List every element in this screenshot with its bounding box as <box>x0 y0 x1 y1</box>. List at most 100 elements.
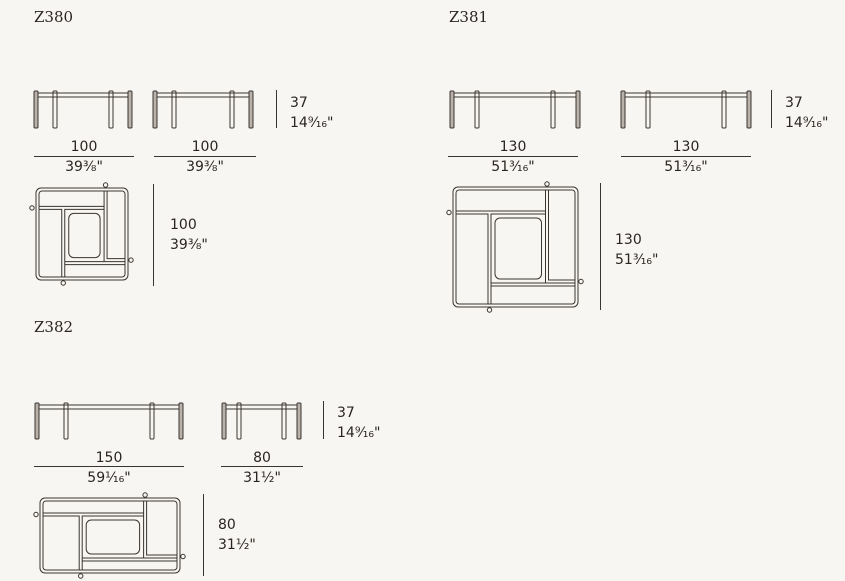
table-leg <box>171 90 177 129</box>
frame-bar-left <box>456 210 546 304</box>
product-code-z380: Z380 <box>34 8 74 26</box>
width-dimension-line <box>34 466 184 467</box>
outer-frame <box>452 186 579 308</box>
leg-cap <box>486 307 493 313</box>
depth-in: 39⅜" <box>170 237 208 253</box>
side-elevation-z382-side <box>221 402 302 440</box>
top-rail <box>451 92 579 98</box>
leg-cap <box>578 278 584 285</box>
height-cm: 37 <box>785 95 803 111</box>
width-cm: 100 <box>70 139 98 155</box>
outer-frame-inner <box>42 500 178 571</box>
leg-cap <box>78 573 84 579</box>
height-dimension-line <box>276 90 277 128</box>
outer-frame-inner <box>38 190 126 278</box>
depth-cm: 80 <box>218 517 236 533</box>
table-leg <box>33 90 39 129</box>
table-leg <box>575 90 581 129</box>
table-leg <box>248 90 254 129</box>
drawing <box>449 90 581 129</box>
table-leg <box>721 90 727 129</box>
side-elevation-z381-front <box>449 90 581 129</box>
width-in: 31½" <box>243 470 281 486</box>
plan-view-z380 <box>29 182 134 286</box>
top-rail <box>35 92 131 98</box>
top-rail <box>154 92 252 98</box>
drawing <box>152 90 254 129</box>
frame-bar-right <box>103 191 125 263</box>
side-elevation-z380-side <box>152 90 254 129</box>
drawing <box>29 182 134 286</box>
table-leg <box>746 90 752 129</box>
frame-bar-bottom <box>64 261 125 266</box>
plan-view-z381 <box>446 181 584 313</box>
height-in: 14⁹⁄₁₆" <box>785 115 829 131</box>
glass-top <box>85 519 141 555</box>
width-dimension-line <box>621 156 751 157</box>
side-elevation-z382-front <box>34 402 184 440</box>
side-elevation-z381-side <box>620 90 752 129</box>
glass-top <box>494 217 542 280</box>
leg-cap <box>180 553 186 560</box>
leg-cap <box>142 492 148 498</box>
drawing <box>446 181 584 313</box>
leg-cap <box>544 181 550 187</box>
table-leg <box>236 402 242 440</box>
table-leg <box>281 402 287 440</box>
leg-cap <box>446 209 452 216</box>
top-rail <box>223 404 300 410</box>
leg-cap <box>128 257 134 263</box>
table-leg <box>152 90 158 129</box>
drawing <box>620 90 752 129</box>
depth-dimension-line <box>153 184 154 286</box>
width-cm: 130 <box>499 139 527 155</box>
drawing <box>33 90 133 129</box>
table-leg <box>645 90 651 129</box>
frame-bar-left <box>43 512 144 570</box>
height-dimension-line <box>771 90 772 128</box>
table-leg <box>108 90 114 129</box>
width-cm: 80 <box>253 450 271 466</box>
depth-dimension-line <box>600 183 601 310</box>
table-leg <box>296 402 302 440</box>
leg-cap <box>102 182 109 188</box>
table-leg <box>34 402 40 440</box>
drawing <box>221 402 302 440</box>
table-leg <box>620 90 626 129</box>
depth-in: 51³⁄₁₆" <box>615 252 659 268</box>
table-leg <box>52 90 58 129</box>
width-cm: 100 <box>191 139 219 155</box>
outer-frame <box>35 187 129 281</box>
drawing <box>33 492 186 579</box>
depth-in: 31½" <box>218 537 256 553</box>
frame-bar-bottom <box>82 557 177 562</box>
drawing <box>34 402 184 440</box>
leg-cap <box>60 280 66 286</box>
plan-view-z382 <box>33 492 186 579</box>
table-leg <box>63 402 69 440</box>
outer-frame-inner <box>455 189 576 305</box>
leg-cap <box>29 205 35 211</box>
width-in: 51³⁄₁₆" <box>664 159 708 175</box>
depth-cm: 100 <box>170 217 197 233</box>
frame-bar-right <box>143 501 177 559</box>
height-in: 14⁹⁄₁₆" <box>337 425 381 441</box>
frame-bar-right <box>545 190 575 284</box>
table-leg <box>449 90 455 129</box>
table-leg <box>221 402 227 440</box>
product-code-z381: Z381 <box>449 8 489 26</box>
frame-bar-left <box>39 205 105 277</box>
width-dimension-line <box>154 156 256 157</box>
width-in: 51³⁄₁₆" <box>491 159 535 175</box>
table-leg <box>550 90 556 129</box>
table-leg <box>149 402 155 440</box>
side-elevation-z380-front <box>33 90 133 129</box>
depth-dimension-line <box>203 494 204 576</box>
width-dimension-line <box>221 466 303 467</box>
width-in: 59¹⁄₁₆" <box>87 470 131 486</box>
width-cm: 150 <box>95 450 123 466</box>
product-code-z382: Z382 <box>34 318 74 336</box>
table-leg <box>178 402 184 440</box>
height-in: 14⁹⁄₁₆" <box>290 115 334 131</box>
outer-frame <box>39 497 181 574</box>
